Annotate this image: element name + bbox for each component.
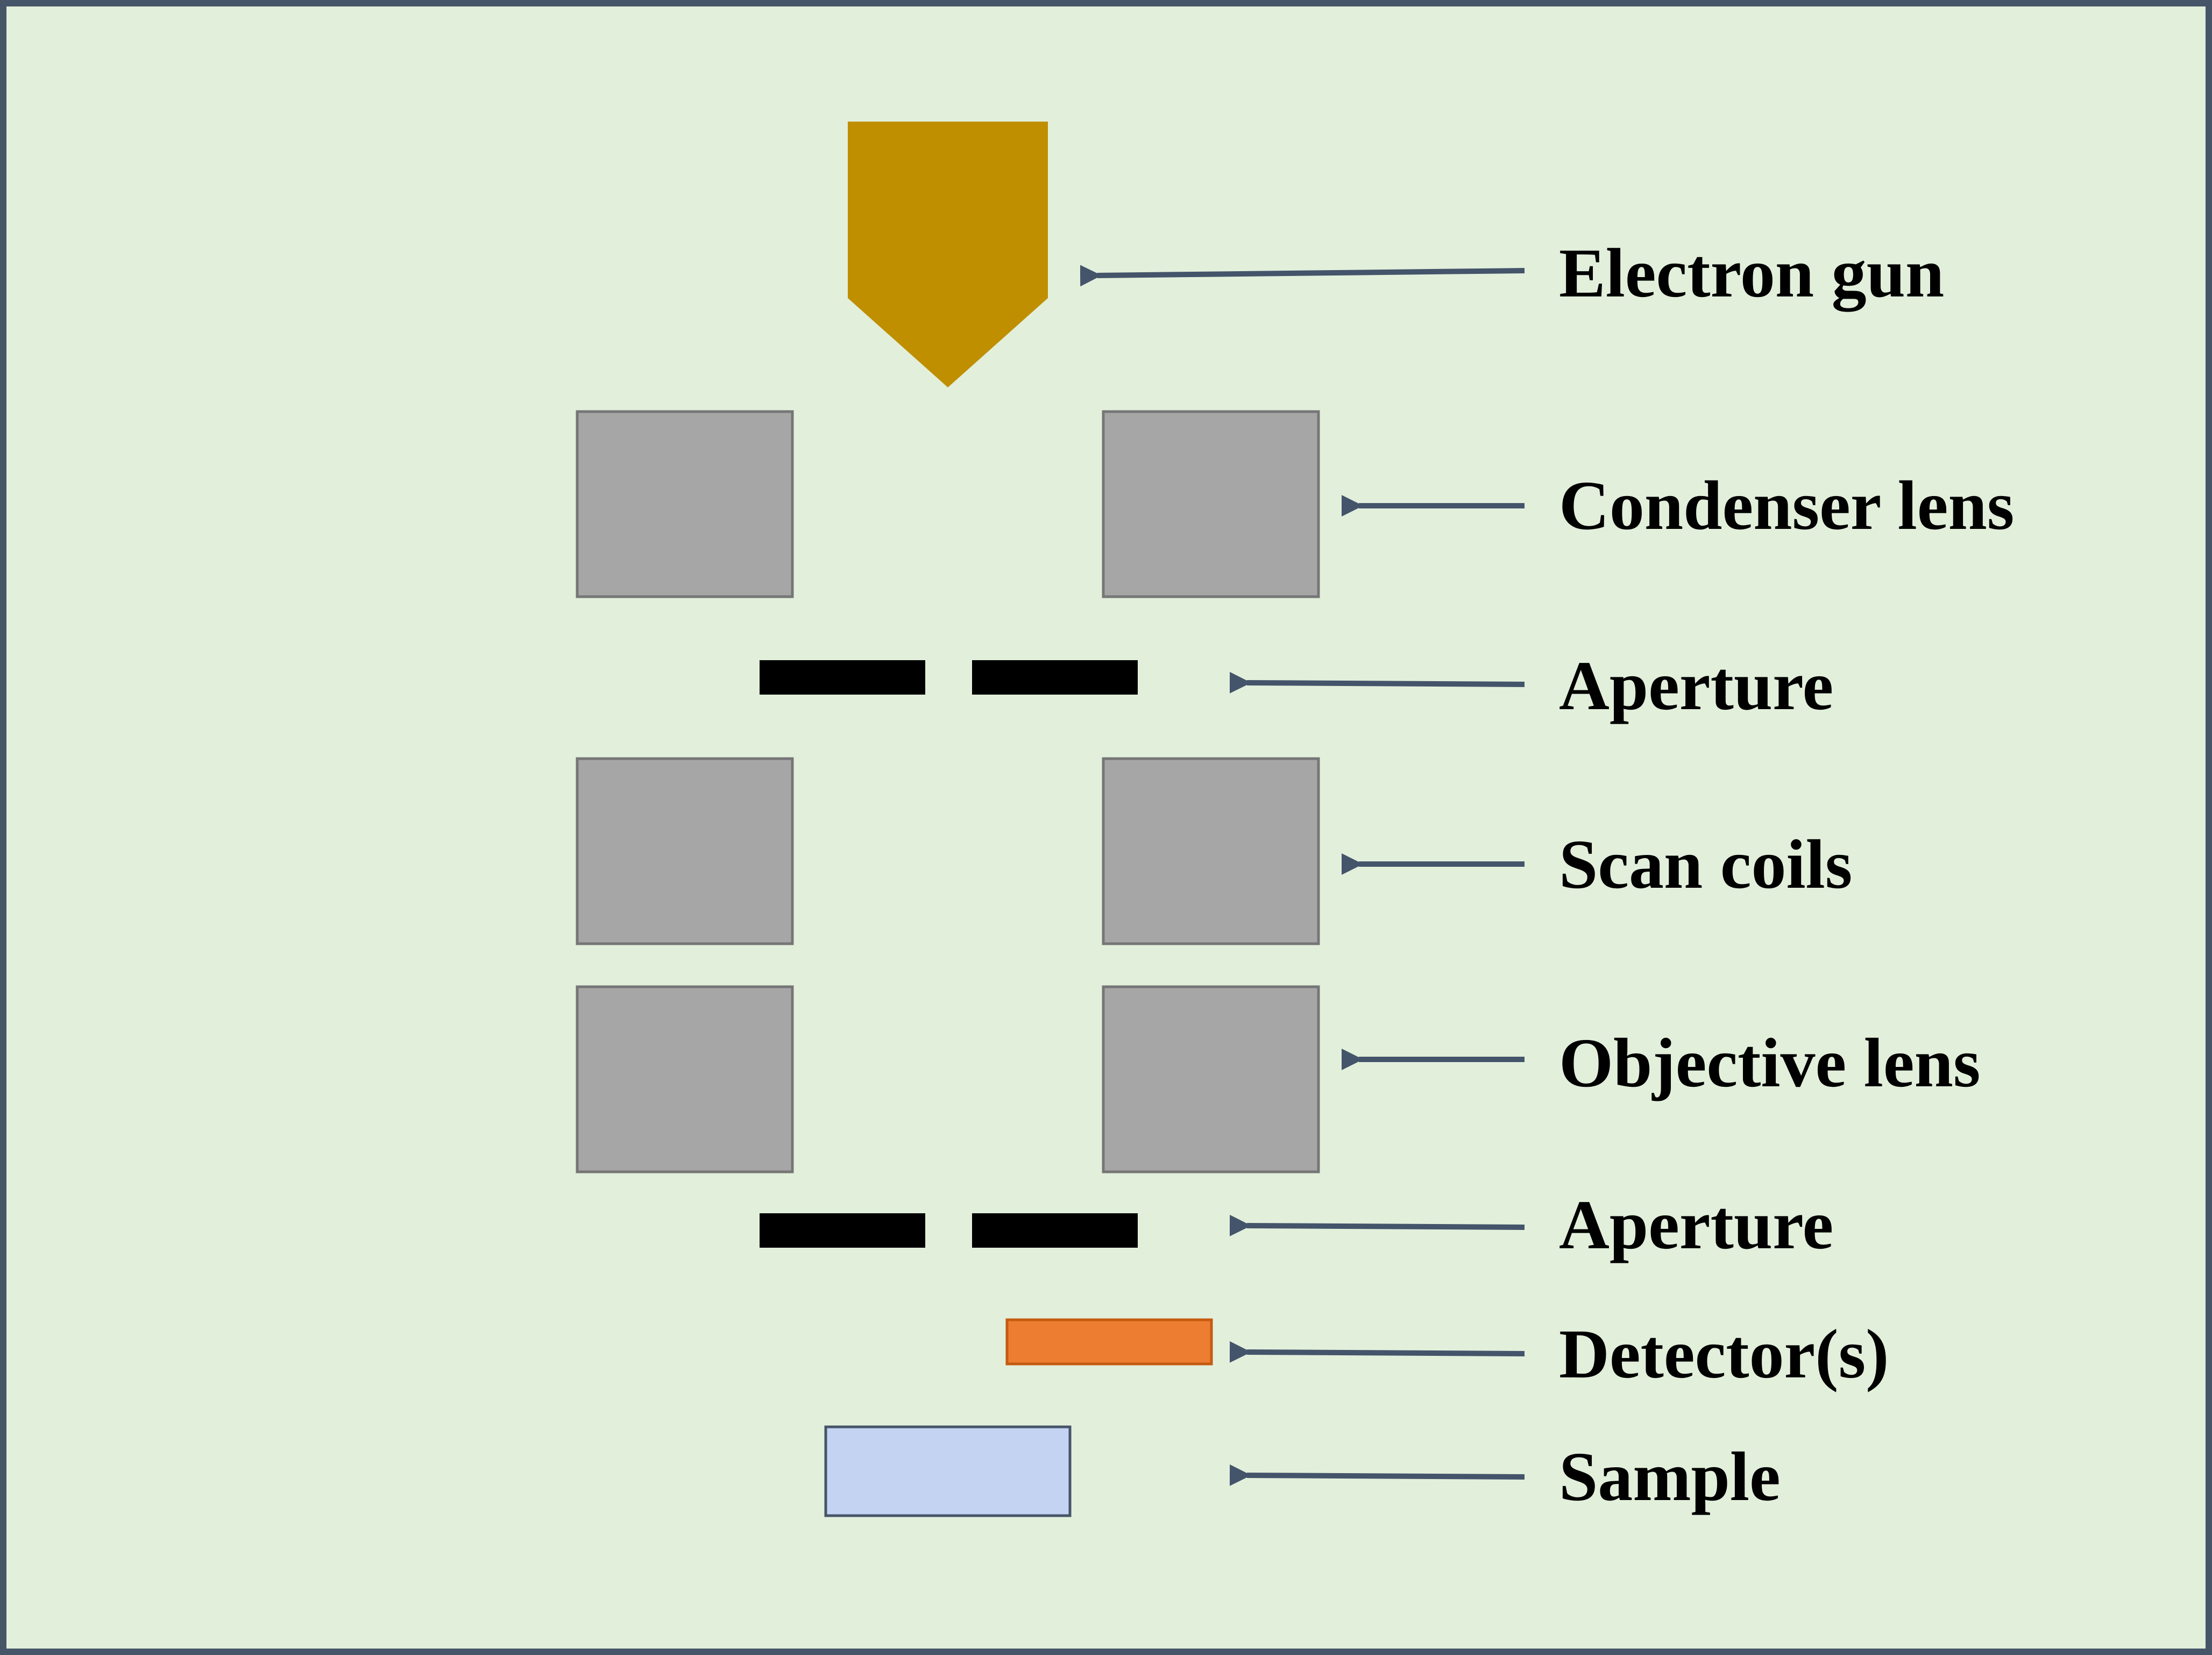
electron-gun-shape	[848, 122, 1048, 387]
aperture-lower-left	[760, 1213, 925, 1248]
label-electron-gun: Electron gun	[1559, 235, 1944, 312]
arrow-aperture-upper	[1229, 671, 1525, 694]
condenser-lens-right	[1102, 410, 1320, 598]
objective-lens-left	[576, 985, 794, 1173]
arrow-sample	[1229, 1464, 1525, 1486]
aperture-upper-left	[760, 660, 925, 695]
arrow-detectors	[1229, 1341, 1525, 1363]
arrow-electron-gun	[1080, 265, 1525, 287]
scan-coil-right	[1102, 757, 1320, 945]
label-objective-lens: Objective lens	[1559, 1024, 1980, 1102]
label-aperture-lower: Aperture	[1559, 1186, 1833, 1264]
sample-shape	[824, 1425, 1072, 1517]
label-detectors: Detector(s)	[1559, 1315, 1889, 1393]
label-aperture-upper: Aperture	[1559, 647, 1833, 725]
scan-coil-left	[576, 757, 794, 945]
aperture-lower-right	[972, 1213, 1138, 1248]
objective-lens-right	[1102, 985, 1320, 1173]
arrow-aperture-lower	[1229, 1214, 1525, 1236]
label-condenser-lens: Condenser lens	[1559, 467, 2014, 544]
aperture-upper-right	[972, 660, 1138, 695]
label-scan-coils: Scan coils	[1559, 826, 1852, 903]
condenser-lens-left	[576, 410, 794, 598]
detector-shape	[1005, 1318, 1213, 1366]
label-sample: Sample	[1559, 1438, 1781, 1516]
